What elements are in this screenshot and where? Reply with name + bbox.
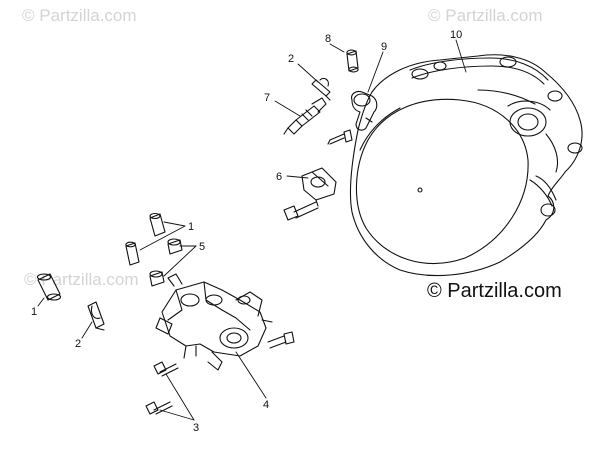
callout-8: 8 [325, 33, 331, 45]
callout-10: 10 [450, 29, 462, 41]
callout-2-upper: 2 [288, 53, 294, 65]
bolt-below-bracket [283, 201, 319, 221]
watermark-top-right: © Partzilla.com [428, 6, 543, 25]
callout-2-lower: 2 [75, 338, 81, 350]
part-1-upper-pins [125, 212, 166, 266]
watermark-top-left: © Partzilla.com [22, 6, 137, 25]
part-2-upper-clip [311, 77, 331, 101]
part-10-cover [349, 54, 583, 277]
part-1-left-pin [36, 273, 62, 301]
part-4-pump-assembly [155, 273, 273, 371]
part-2-lower-clip [87, 301, 105, 331]
part-3-bolts [145, 361, 179, 415]
callout-1-upper: 1 [188, 221, 194, 233]
callout-4: 4 [263, 399, 269, 411]
callout-6: 6 [276, 171, 282, 183]
callout-5: 5 [199, 241, 205, 253]
bolt-right-of-pump [267, 331, 295, 349]
callout-7: 7 [264, 92, 270, 104]
part-7-sensor [283, 97, 327, 135]
callout-3: 3 [193, 422, 199, 434]
part-9-clamp [351, 90, 378, 131]
partzilla-brand-mark: © Partzilla.com [427, 280, 562, 302]
callout-1-left: 1 [31, 306, 37, 318]
part-5-rings [149, 238, 183, 287]
callout-labels: 10 9 8 2 7 6 1 5 1 2 4 3 [31, 29, 462, 434]
callout-9: 9 [381, 41, 387, 53]
bolt-near-cover [327, 129, 353, 145]
watermark-mid-left: © Partzilla.com [24, 270, 139, 289]
part-8-pin [346, 49, 359, 73]
part-6-bracket [301, 167, 337, 207]
leader-lines [37, 39, 467, 421]
